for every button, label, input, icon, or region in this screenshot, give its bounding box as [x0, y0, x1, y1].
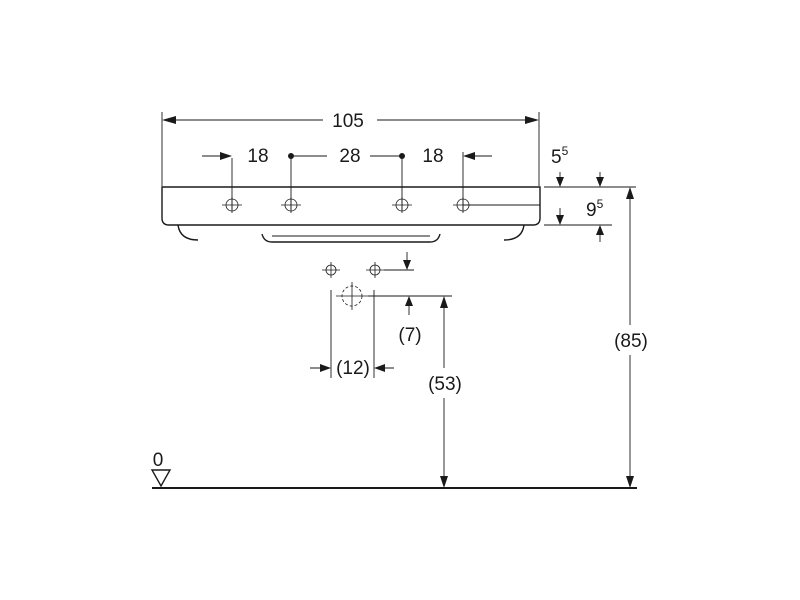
rim-height-sup: 5	[597, 197, 604, 211]
top-thickness-sup: 5	[562, 144, 569, 158]
waste-outlet-marker	[330, 282, 452, 378]
left-hole-offset-label: 18	[247, 146, 268, 167]
tap-hole-centerlines	[231, 152, 540, 210]
hole-spacing-label: 28	[339, 146, 360, 167]
overflow-marker	[366, 262, 384, 278]
dimension-rim-height: 95	[544, 197, 612, 242]
floor-line: 0	[150, 450, 637, 489]
waste-width-label: (12)	[336, 358, 370, 379]
waste-height-label: (53)	[428, 374, 462, 395]
dimension-overall-width: 105	[161, 111, 540, 186]
overflow-marker	[322, 262, 340, 278]
rim-height-base: 9	[586, 200, 597, 221]
tap-hole-marker	[222, 197, 242, 213]
dimension-hole-spacing: 18 28 18	[202, 146, 492, 167]
tap-hole-marker	[281, 197, 301, 213]
waste-offset-label: (7)	[398, 325, 421, 346]
dimension-rim-from-floor: (85)	[614, 187, 648, 488]
washbasin-outline	[161, 186, 541, 243]
dimension-waste-width: (12)	[310, 358, 394, 379]
dimension-top-thickness: 55	[544, 144, 636, 188]
floor-level-label: 0	[153, 450, 164, 471]
right-hole-offset-label: 18	[422, 146, 443, 167]
top-thickness-base: 5	[551, 147, 562, 168]
tap-hole-marker	[453, 197, 473, 213]
rim-from-floor-label: (85)	[614, 331, 648, 352]
top-thickness-label: 55	[551, 144, 569, 168]
overflow-markers	[322, 252, 414, 278]
tap-hole-markers	[222, 197, 473, 213]
tap-hole-marker	[392, 197, 412, 213]
overall-width-label: 105	[332, 111, 364, 132]
dimension-waste-height: (53)	[428, 296, 462, 488]
dimension-waste-offset: (7)	[398, 296, 422, 346]
rim-height-label: 95	[586, 197, 604, 221]
